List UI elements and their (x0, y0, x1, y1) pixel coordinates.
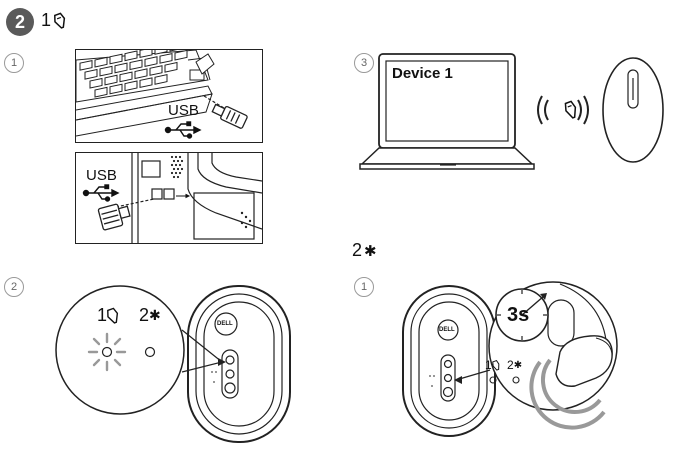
usb-label-top: USB (168, 102, 199, 119)
zoom-bluetooth-icon: ✱ (149, 307, 161, 323)
mouse-mode2-label: 2 ✱ (507, 358, 522, 372)
mouse-brand-logo-left: DELL (217, 321, 233, 327)
bt-step-1-marker: 1 (354, 277, 374, 297)
mouse-mode2-digit: 2 (507, 358, 514, 372)
zoom-mode2-digit: 2 (139, 305, 150, 325)
step-2-marker: 2 (4, 277, 24, 297)
zoom-mode2-label: 2 ✱ (139, 305, 161, 326)
bluetooth-icon: ✱ (364, 242, 377, 260)
mouse-mode1-digit: 1 (485, 358, 492, 372)
timer-label: 3s (507, 304, 530, 326)
bluetooth-mode-heading: 2 ✱ (352, 240, 377, 261)
zoom-mode1-label: 1 (97, 305, 119, 326)
mouse-bluetooth-icon: ✱ (513, 359, 523, 371)
zoom-mode1-digit: 1 (97, 305, 108, 325)
desktop-usb-panel: USB (75, 152, 263, 244)
step-1-marker: 1 (4, 53, 24, 73)
mouse-brand-logo-right: DELL (439, 327, 455, 333)
usb-label-bottom: USB (86, 167, 117, 184)
bt-mode-digit: 2 (352, 240, 363, 260)
laptop-usb-panel: USB (75, 49, 263, 143)
mode-digit: 1 (41, 10, 52, 30)
mouse-dongle-icon (491, 359, 500, 371)
laptop-screen-label: Device 1 (392, 65, 453, 82)
desktop-tower-illustration (82, 153, 262, 243)
dongle-icon (54, 12, 66, 29)
mouse-mode1-label: 1 (485, 358, 500, 372)
step-3-marker: 3 (354, 53, 374, 73)
dongle-mode-heading: 1 (41, 10, 67, 31)
zoom-dongle-icon (107, 307, 119, 324)
step-badge: 2 (6, 8, 34, 36)
laptop-keyboard-illustration (76, 50, 248, 139)
